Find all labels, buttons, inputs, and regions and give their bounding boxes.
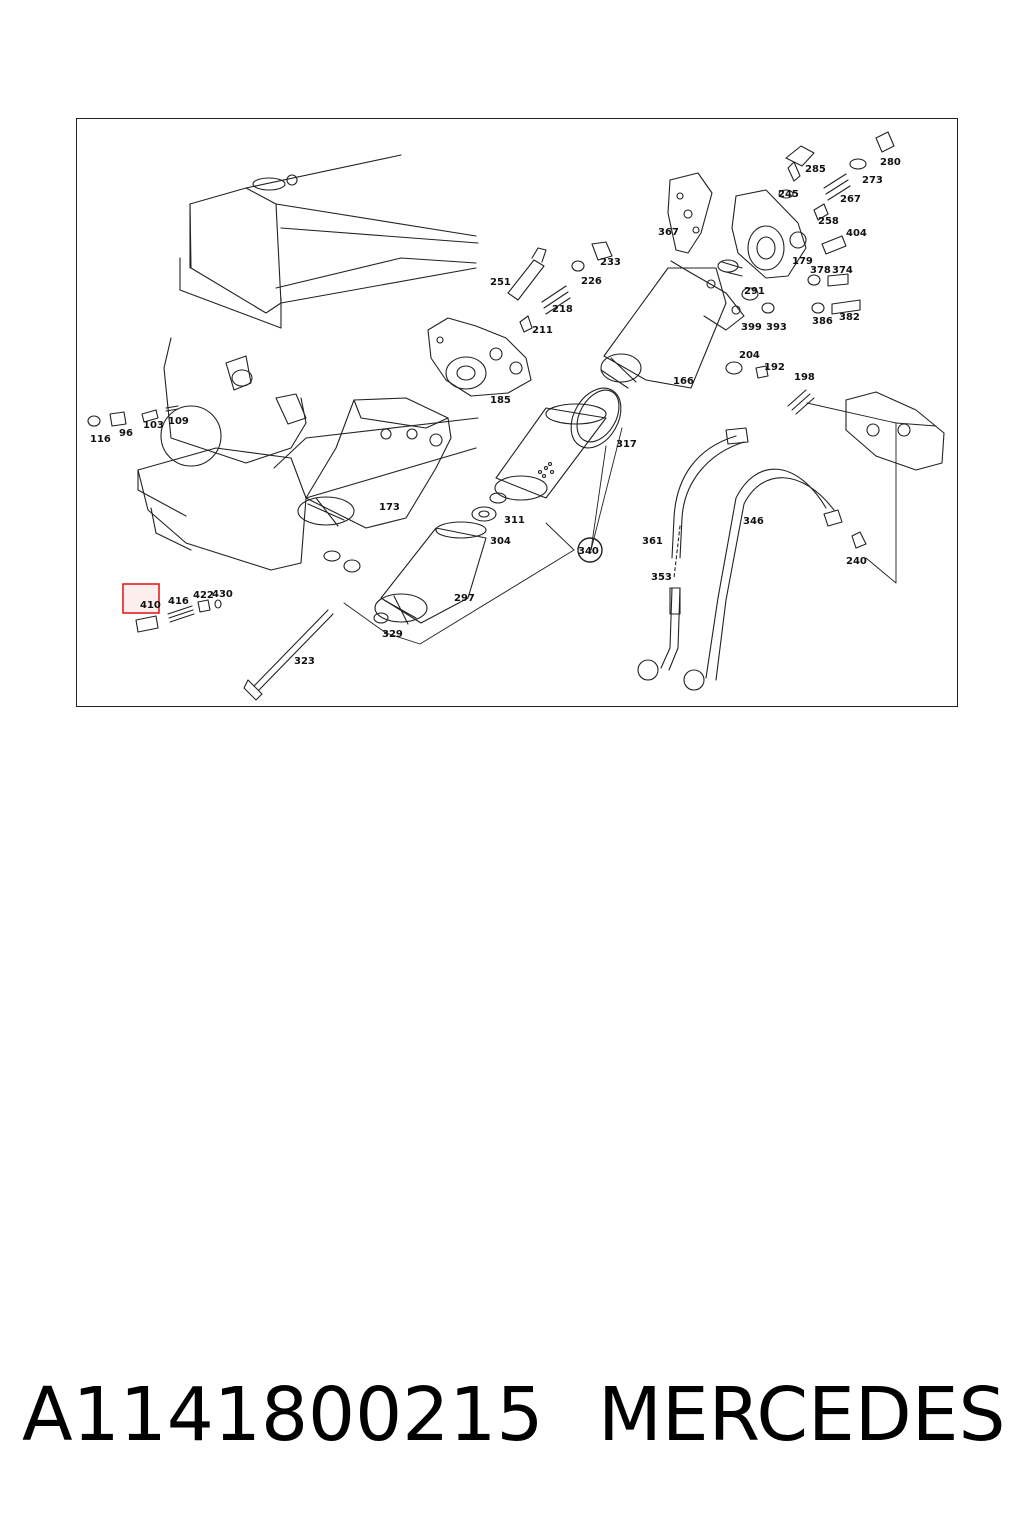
part-label-179: 179 xyxy=(792,256,813,267)
oil-filter-166 xyxy=(600,260,745,389)
part-label-422: 422 xyxy=(193,590,214,601)
part-label-304: 304 xyxy=(490,536,511,547)
part-label-329: 329 xyxy=(382,629,403,640)
part-label-416: 416 xyxy=(168,596,189,607)
part-label-109: 109 xyxy=(168,416,189,427)
oil-lines xyxy=(637,427,843,691)
part-label-273: 273 xyxy=(862,175,883,186)
brand-name: MERCEDES xyxy=(598,1372,1006,1458)
leader-lines xyxy=(343,402,937,645)
part-label-96: 96 xyxy=(119,428,133,439)
filter-housing-upper-right xyxy=(667,172,807,279)
part-label-430: 430 xyxy=(212,589,233,600)
part-label-211: 211 xyxy=(532,325,553,336)
part-label-382: 382 xyxy=(839,312,860,323)
part-label-340: 340 xyxy=(578,546,599,557)
part-label-218: 218 xyxy=(552,304,573,315)
part-label-374: 374 xyxy=(832,265,853,276)
part-label-103: 103 xyxy=(143,420,164,431)
part-label-204: 204 xyxy=(739,350,760,361)
engine-block xyxy=(137,154,479,571)
part-label-285: 285 xyxy=(805,164,826,175)
part-label-353: 353 xyxy=(651,572,672,583)
part-label-367: 367 xyxy=(658,227,679,238)
part-label-378: 378 xyxy=(810,265,831,276)
part-label-251: 251 xyxy=(490,277,511,288)
bolt-323 xyxy=(243,609,334,701)
part-label-361: 361 xyxy=(642,536,663,547)
part-label-258: 258 xyxy=(818,216,839,227)
part-label-245: 245 xyxy=(778,189,799,200)
part-label-386: 386 xyxy=(812,316,833,327)
part-label-346: 346 xyxy=(743,516,764,527)
part-label-399: 399 xyxy=(741,322,762,333)
part-label-240: 240 xyxy=(846,556,867,567)
small-parts-left xyxy=(87,405,179,427)
part-label-198: 198 xyxy=(794,372,815,383)
small-parts-mid-top xyxy=(507,241,613,333)
part-label-192: 192 xyxy=(764,362,785,373)
part-label-311: 311 xyxy=(504,515,525,526)
part-label-166: 166 xyxy=(673,376,694,387)
part-label-233: 233 xyxy=(600,257,621,268)
oil-filter-173 xyxy=(297,397,452,529)
part-label-317: 317 xyxy=(616,439,637,450)
highlight-box[interactable] xyxy=(122,583,160,614)
part-label-280: 280 xyxy=(880,157,901,168)
part-label-297: 297 xyxy=(454,593,475,604)
filter-housing-185 xyxy=(427,317,532,397)
diagram-frame xyxy=(76,118,958,707)
small-parts-lower-left xyxy=(135,599,222,633)
part-label-393: 393 xyxy=(766,322,787,333)
part-label-116: 116 xyxy=(90,434,111,445)
washers xyxy=(323,492,507,624)
diagram-canvas: 116 96 103 109 251 218 226 233 211 185 173 317 311 30… xyxy=(76,118,958,707)
small-parts-top-right xyxy=(717,131,895,315)
part-label-173: 173 xyxy=(379,502,400,513)
part-label-185: 185 xyxy=(490,395,511,406)
part-number: A1141800215 xyxy=(22,1372,544,1458)
filter-element-340 xyxy=(494,387,622,501)
part-label-267: 267 xyxy=(840,194,861,205)
callout-340 xyxy=(577,537,603,563)
oil-filter-297 xyxy=(374,521,487,625)
bracket-right xyxy=(725,361,945,549)
part-label-323: 323 xyxy=(294,656,315,667)
part-label-226: 226 xyxy=(581,276,602,287)
parts-diagram: 116 96 103 109 251 218 226 233 211 185 173 317 311 30… xyxy=(76,118,958,707)
part-labels: 116 96 103 109 251 218 226 233 211 185 173 317 311 30… xyxy=(90,157,901,667)
part-label-404: 404 xyxy=(846,228,867,239)
part-label-410: 410 xyxy=(140,600,161,611)
part-label-291: 291 xyxy=(744,286,765,297)
